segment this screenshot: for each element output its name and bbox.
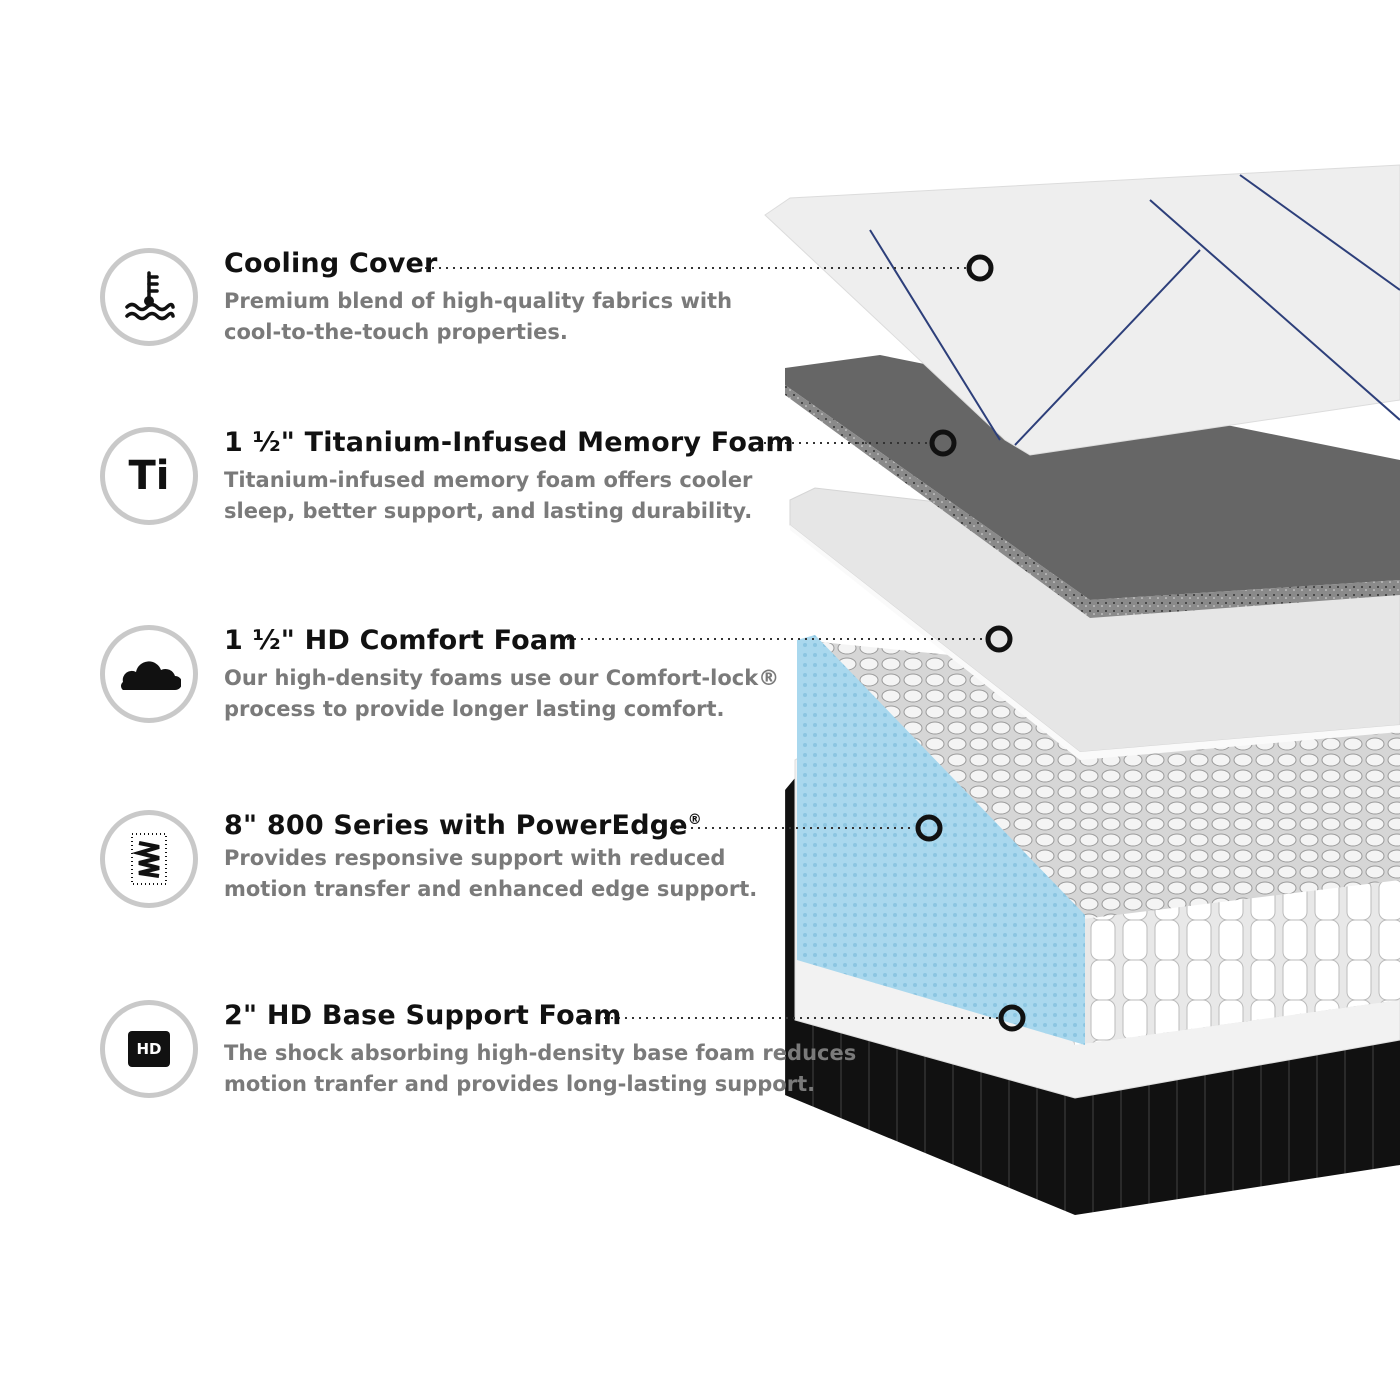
feature-description: Provides responsive support with reduced… <box>224 846 758 901</box>
feature-800-series: 8" 800 Series with PowerEdge® Provides r… <box>100 810 860 920</box>
marker-dot <box>966 254 994 282</box>
feature-title: 1 ½" Titanium-Infused Memory Foam <box>224 427 794 458</box>
feature-description: The shock absorbing high-density base fo… <box>224 1041 857 1096</box>
coil-spring-icon <box>100 810 198 908</box>
titanium-foam-layer <box>785 355 1400 618</box>
marker-dot <box>915 814 943 842</box>
cloud-icon <box>100 625 198 723</box>
cooling-cover-layer <box>764 164 1400 456</box>
hd-icon: HD <box>100 1000 198 1098</box>
titanium-icon: Ti <box>100 427 198 525</box>
feature-hd-comfort-foam: 1 ½" HD Comfort Foam Our high-density fo… <box>100 625 860 735</box>
feature-description: Premium blend of high-quality fabrics wi… <box>224 289 733 344</box>
marker-dot <box>985 625 1013 653</box>
feature-description: Our high-density foams use our Comfort-l… <box>224 666 780 721</box>
feature-titanium-foam: Ti 1 ½" Titanium-Infused Memory Foam Tit… <box>100 427 860 537</box>
feature-description: Titanium-infused memory foam offers cool… <box>224 468 753 523</box>
thermometer-water-icon <box>100 248 198 346</box>
feature-title: 2" HD Base Support Foam <box>224 1000 622 1031</box>
feature-title: 1 ½" HD Comfort Foam <box>224 625 577 656</box>
feature-title: Cooling Cover <box>224 248 438 279</box>
feature-title: 8" 800 Series with PowerEdge® <box>224 810 702 841</box>
marker-dot <box>929 429 957 457</box>
marker-dot <box>998 1004 1026 1032</box>
feature-base-foam: HD 2" HD Base Support Foam The shock abs… <box>100 1000 860 1110</box>
feature-cooling-cover: Cooling Cover Premium blend of high-qual… <box>100 248 860 358</box>
